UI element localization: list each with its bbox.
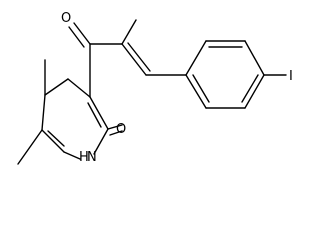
bond-ar-inner-3: [192, 74, 210, 103]
bond-calpha-cbeta-2: [127, 42, 151, 72]
iodine-label: I: [289, 69, 293, 84]
bond-calpha-methyl: [121, 19, 137, 45]
nitrogen-h-label: H: [79, 150, 89, 165]
bond-acyl-o-2: [68, 26, 85, 48]
bond-c4-c5: [41, 94, 46, 131]
bond-c2-c3: [89, 96, 109, 130]
bond-c2-o-1: [107, 124, 123, 130]
ring-oxygen-label: O: [116, 122, 126, 137]
nitrogen-label: N: [87, 150, 97, 165]
structure-canvas: O O H N I: [17, 11, 293, 165]
bond-c3-cring: [67, 78, 91, 98]
bond-acyl-o-1: [73, 22, 91, 45]
bond-c3-c4: [44, 78, 69, 96]
molecule-structure: O O H N I: [17, 11, 293, 165]
bond-ar-1: [185, 40, 207, 76]
bond-c3-c2-inner: [87, 102, 102, 128]
bond-c6-methyl: [17, 129, 43, 165]
bond-n-c2: [93, 128, 109, 155]
bond-calpha-cbeta-1: [121, 43, 147, 76]
bond-c2-o-2: [109, 130, 123, 136]
carbonyl-oxygen-label: O: [61, 11, 71, 26]
bond-c6-n: [63, 151, 81, 160]
bond-ar-4: [244, 74, 265, 109]
bond-ar-inner-2: [241, 74, 259, 103]
bond-c5-c6: [41, 129, 65, 153]
bond-c6-c5-inner: [47, 130, 65, 147]
bond-ar-3: [244, 40, 265, 76]
bond-ar-6: [185, 74, 207, 109]
